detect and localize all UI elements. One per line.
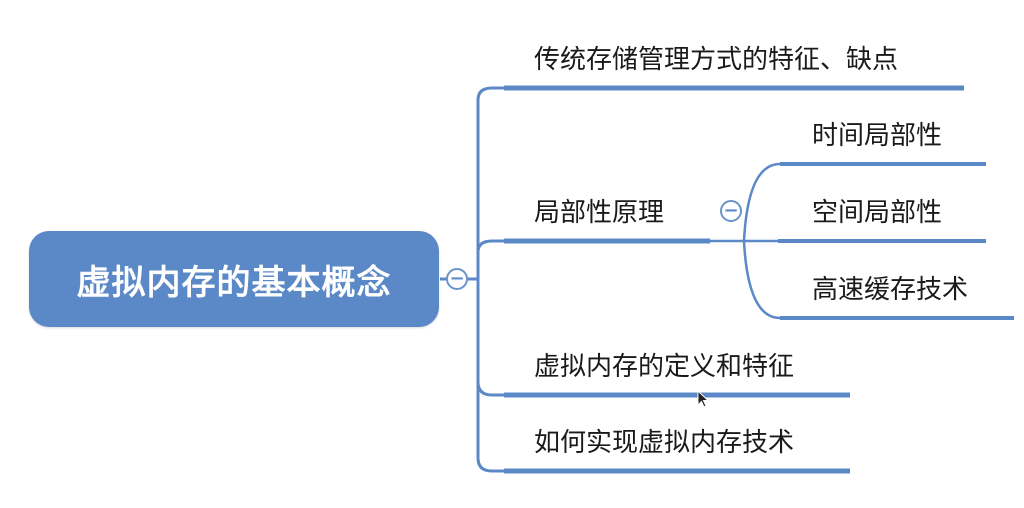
root-collapse-icon[interactable]: − xyxy=(446,268,468,290)
child-node-spatial[interactable]: 空间局部性 xyxy=(812,198,943,228)
child-node-cache[interactable]: 高速缓存技术 xyxy=(812,275,969,305)
branch-node-traditional[interactable]: 传统存储管理方式的特征、缺点 xyxy=(534,45,899,75)
mouse-cursor-icon xyxy=(697,390,710,408)
branch-node-implementation[interactable]: 如何实现虚拟内存技术 xyxy=(534,428,795,458)
branch-node-locality[interactable]: 局部性原理 xyxy=(534,198,665,228)
root-node[interactable]: 虚拟内存的基本概念 xyxy=(29,231,439,327)
locality-collapse-icon[interactable]: − xyxy=(720,200,742,222)
child-node-temporal[interactable]: 时间局部性 xyxy=(812,121,943,151)
branch-node-definition[interactable]: 虚拟内存的定义和特征 xyxy=(534,352,795,382)
